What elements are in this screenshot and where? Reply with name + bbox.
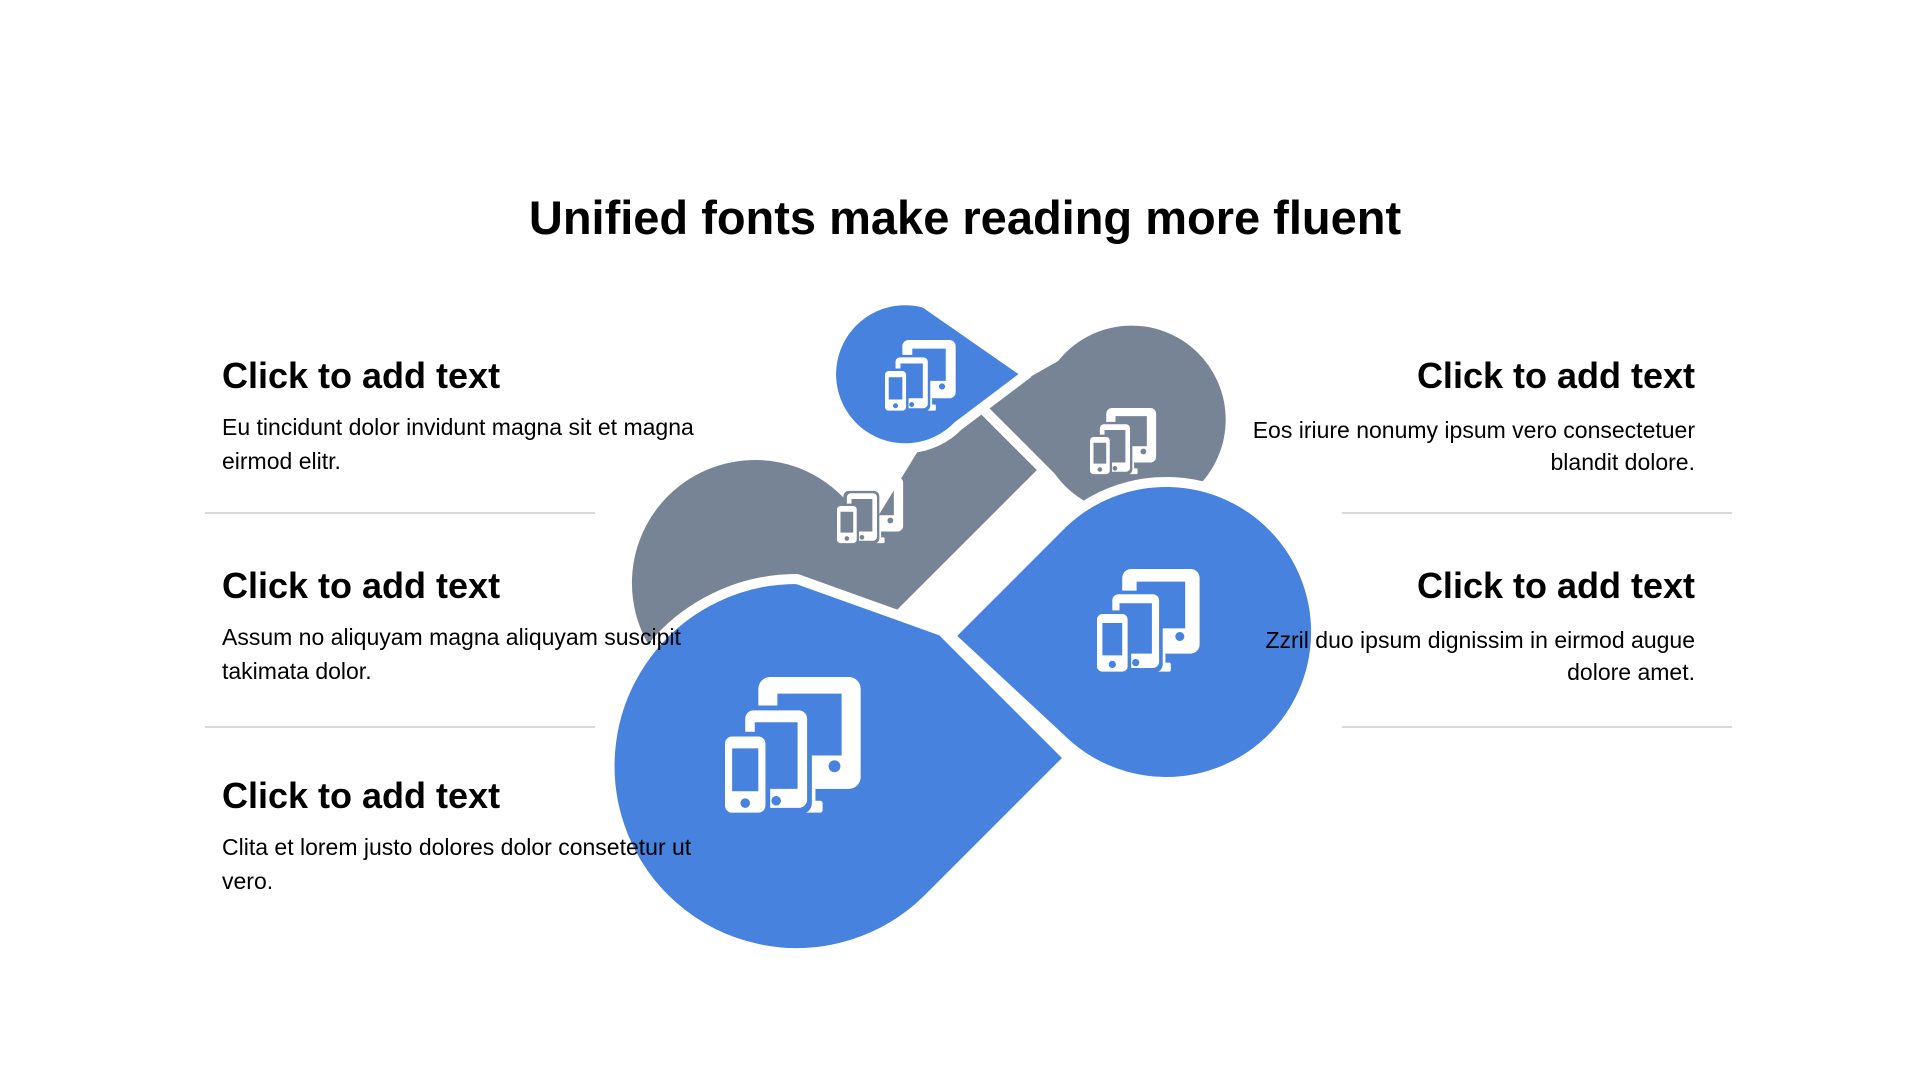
- left-item-1-heading[interactable]: Click to add text: [222, 355, 501, 396]
- left-item-3: Click to add text Clita et lorem justo d…: [222, 774, 702, 898]
- left-item-1-body[interactable]: Eu tincidunt dolor invidunt magna sit et…: [222, 414, 694, 474]
- right-item-1-heading[interactable]: Click to add text: [1416, 355, 1695, 396]
- left-item-2-body[interactable]: Assum no aliquyam magna aliquyam suscipi…: [222, 624, 681, 684]
- slide-title: Unified fonts make reading more fluent: [528, 191, 1402, 244]
- right-item-1-body[interactable]: Eos iriure nonumy ipsum vero consectetue…: [1252, 417, 1695, 475]
- divider: [205, 512, 595, 514]
- left-item-3-heading[interactable]: Click to add text: [222, 775, 501, 816]
- left-item-3-body[interactable]: Clita et lorem justo dolores dolor conse…: [222, 834, 692, 894]
- divider: [1342, 512, 1732, 514]
- divider: [1342, 726, 1732, 728]
- left-item-2: Click to add text Assum no aliquyam magn…: [222, 564, 702, 688]
- right-item-2: Click to add text Zzril duo ipsum dignis…: [1215, 564, 1695, 688]
- divider: [205, 726, 595, 728]
- left-item-1: Click to add text Eu tincidunt dolor inv…: [222, 354, 702, 478]
- right-item-2-heading[interactable]: Click to add text: [1416, 565, 1695, 606]
- petal-blue-large: [604, 573, 1074, 958]
- right-item-2-body[interactable]: Zzril duo ipsum dignissim in eirmod augu…: [1265, 627, 1695, 685]
- left-item-2-heading[interactable]: Click to add text: [222, 565, 501, 606]
- right-item-1: Click to add text Eos iriure nonumy ipsu…: [1215, 354, 1695, 478]
